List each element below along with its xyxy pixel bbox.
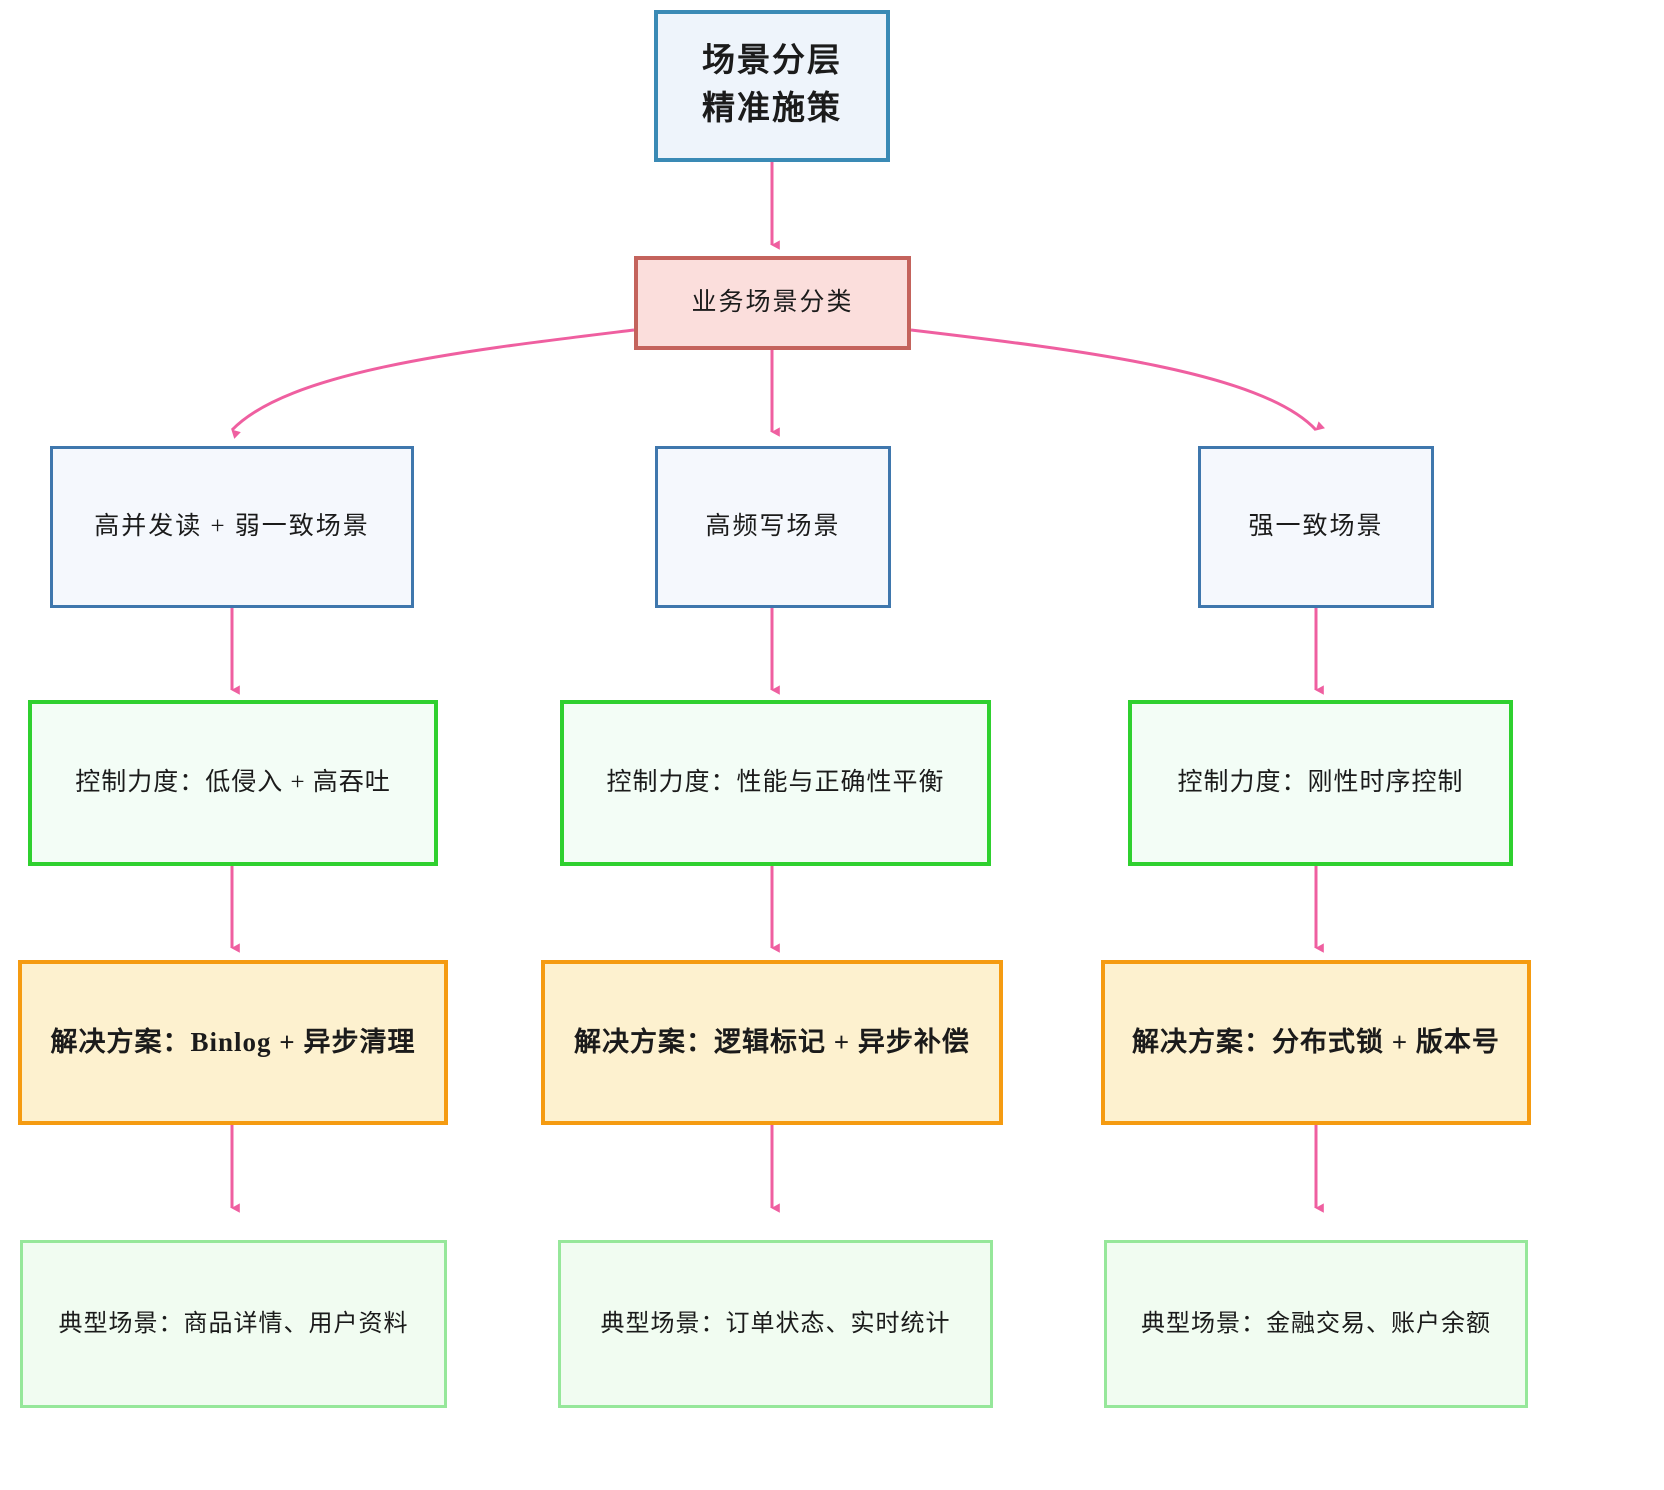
- node-title[interactable]: 场景分层 精准施策: [654, 10, 890, 162]
- node-scenario-3-label: 强一致场景: [1248, 512, 1384, 540]
- node-typical-2-label: 典型场景：订单状态、实时统计: [600, 1310, 951, 1337]
- node-scenario-3[interactable]: 强一致场景: [1198, 446, 1434, 608]
- node-scenario-1-label: 高并发读 + 弱一致场景: [94, 512, 370, 540]
- node-control-3[interactable]: 控制力度：刚性时序控制: [1128, 700, 1513, 866]
- node-control-2[interactable]: 控制力度：性能与正确性平衡: [560, 700, 991, 866]
- node-title-label: 场景分层 精准施策: [702, 43, 842, 127]
- node-solution-3-label: 解决方案：分布式锁 + 版本号: [1132, 1026, 1500, 1057]
- node-solution-1[interactable]: 解决方案：Binlog + 异步清理: [18, 960, 448, 1125]
- node-typical-1[interactable]: 典型场景：商品详情、用户资料: [20, 1240, 447, 1408]
- node-typical-3-label: 典型场景：金融交易、账户余额: [1141, 1310, 1491, 1337]
- node-scenario-2[interactable]: 高频写场景: [655, 446, 891, 608]
- node-classify-label: 业务场景分类: [691, 288, 854, 316]
- node-solution-2[interactable]: 解决方案：逻辑标记 + 异步补偿: [541, 960, 1003, 1125]
- node-solution-2-label: 解决方案：逻辑标记 + 异步补偿: [574, 1026, 970, 1057]
- node-control-1-label: 控制力度：低侵入 + 高吞吐: [75, 768, 391, 796]
- node-solution-1-label: 解决方案：Binlog + 异步清理: [50, 1026, 416, 1057]
- node-control-1[interactable]: 控制力度：低侵入 + 高吞吐: [28, 700, 438, 866]
- node-typical-2[interactable]: 典型场景：订单状态、实时统计: [558, 1240, 993, 1408]
- node-solution-3[interactable]: 解决方案：分布式锁 + 版本号: [1101, 960, 1531, 1125]
- edge-classify-to-scenario-1: [230, 328, 635, 439]
- node-typical-3[interactable]: 典型场景：金融交易、账户余额: [1104, 1240, 1528, 1408]
- node-typical-1-label: 典型场景：商品详情、用户资料: [58, 1310, 409, 1337]
- node-control-3-label: 控制力度：刚性时序控制: [1177, 768, 1464, 796]
- node-scenario-2-label: 高频写场景: [705, 512, 841, 540]
- node-control-2-label: 控制力度：性能与正确性平衡: [606, 768, 945, 796]
- node-scenario-1[interactable]: 高并发读 + 弱一致场景: [50, 446, 414, 608]
- node-business-scenario-classification[interactable]: 业务场景分类: [634, 256, 911, 350]
- edge-classify-to-scenario-3: [910, 328, 1325, 432]
